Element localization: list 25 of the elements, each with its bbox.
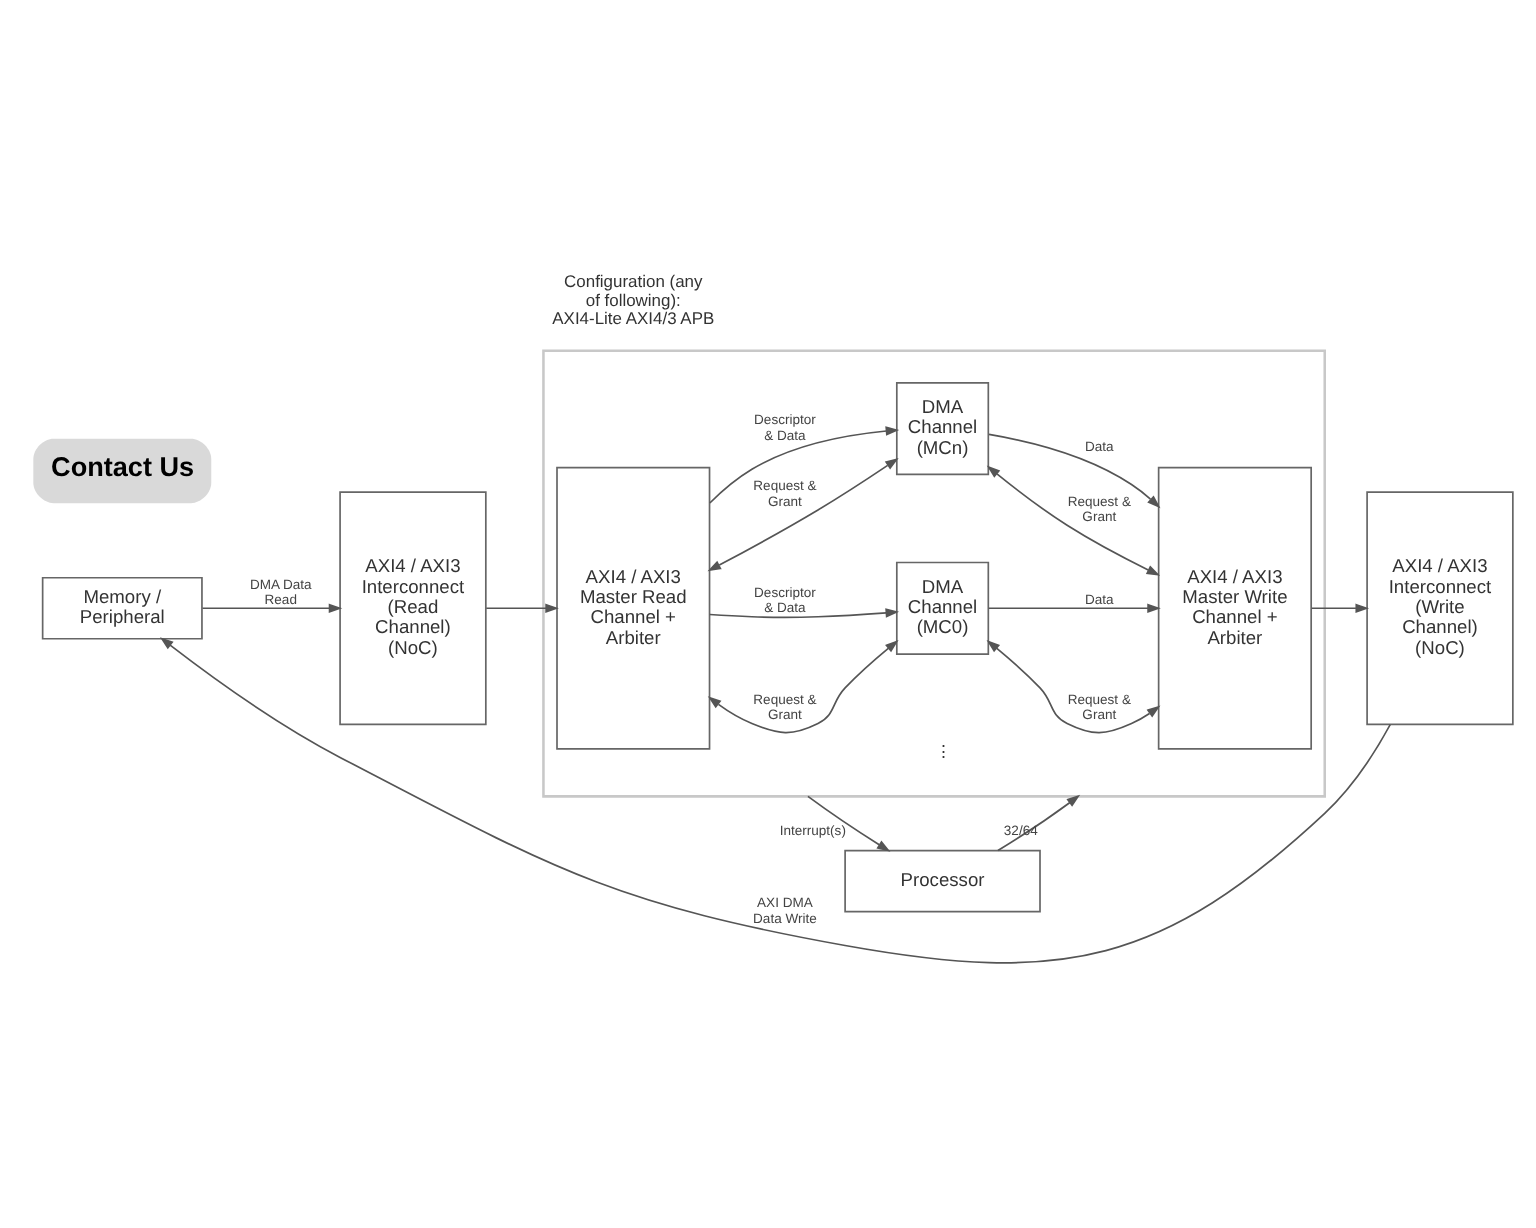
- arrow: [709, 425, 900, 503]
- arrow: [1310, 602, 1370, 613]
- arrow: [986, 639, 1161, 733]
- node-box: Memory / Peripheral: [41, 575, 203, 639]
- arrow: [485, 602, 559, 613]
- arrow: [807, 794, 891, 851]
- node-box: DMA Channel (MCn): [895, 381, 990, 475]
- label: Contact Us: [51, 450, 195, 481]
- arrow: [997, 793, 1081, 851]
- arrow: [708, 607, 900, 618]
- node-box: AXI4 / AXI3 Master Write Channel + Arbiter: [1157, 465, 1312, 749]
- node-box: DMA Channel (MC0): [895, 560, 990, 654]
- arrow: [988, 432, 1161, 508]
- label: Configuration (any of following): AXI4-Lite AXI4/3 APB: [552, 270, 715, 328]
- node-box: AXI4 / AXI3 Master Read Channel + Arbiter: [556, 465, 711, 749]
- arrow: [986, 464, 1161, 575]
- node-box: AXI4 / AXI3 Interconnect (Read Channel) (NoC): [339, 490, 487, 725]
- node-box: AXI4 / AXI3 Interconnect (Write Channel) (NoC): [1366, 490, 1514, 725]
- arrow: [707, 639, 899, 733]
- arrow: [987, 602, 1161, 613]
- arrow: [159, 636, 1392, 963]
- arrow: [707, 456, 899, 571]
- label: ⋮: [934, 739, 951, 760]
- node-box: Processor: [844, 848, 1041, 912]
- arrow: [201, 602, 343, 613]
